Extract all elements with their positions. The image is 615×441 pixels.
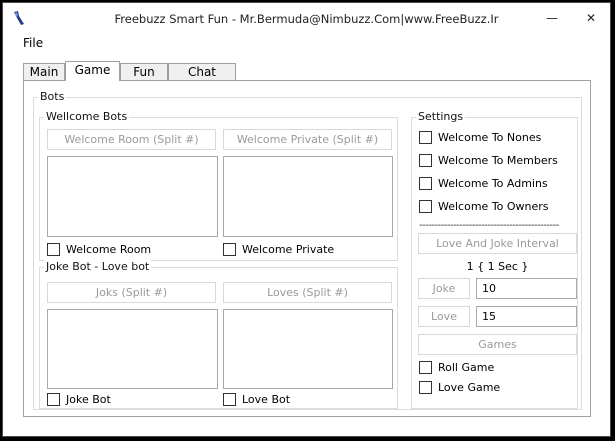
bots-group: Bots Wellcome Bots Welcome Room (Split #… xyxy=(33,90,582,410)
joke-interval-label: Joke xyxy=(418,278,470,299)
title-bar[interactable]: Freebuzz Smart Fun - Mr.Bermuda@Nimbuzz.… xyxy=(3,3,610,33)
welcome-room-textarea[interactable] xyxy=(47,156,218,237)
checkbox-box xyxy=(419,200,432,213)
minimize-button[interactable]: — xyxy=(546,11,558,25)
interval-button[interactable]: Love And Joke Interval xyxy=(418,233,577,254)
welcome-admins-checkbox[interactable]: Welcome To Admins xyxy=(419,177,548,191)
loves-textarea[interactable] xyxy=(223,309,393,389)
checkbox-box xyxy=(47,393,60,406)
welcome-bots-title: Wellcome Bots xyxy=(44,110,130,123)
checkbox-box xyxy=(47,243,60,256)
love-interval-label: Love xyxy=(418,306,470,327)
games-button[interactable]: Games xyxy=(418,334,577,355)
checkbox-box xyxy=(223,243,236,256)
window-title: Freebuzz Smart Fun - Mr.Bermuda@Nimbuzz.… xyxy=(114,12,499,26)
welcome-room-button[interactable]: Welcome Room (Split #) xyxy=(47,129,216,150)
joke-love-bot-group: Joke Bot - Love bot Joks (Split #) Loves… xyxy=(39,260,398,409)
checkbox-box xyxy=(419,177,432,190)
checkbox-box xyxy=(223,393,236,406)
welcome-nones-checkbox[interactable]: Welcome To Nones xyxy=(419,131,541,145)
checkbox-box xyxy=(419,131,432,144)
welcome-room-checkbox[interactable]: Welcome Room xyxy=(47,243,151,257)
love-game-checkbox[interactable]: Love Game xyxy=(419,381,500,395)
welcome-private-button[interactable]: Welcome Private (Split #) xyxy=(223,129,392,150)
love-bot-checkbox[interactable]: Love Bot xyxy=(223,393,290,407)
tab-main[interactable]: Main xyxy=(23,63,65,80)
welcome-private-textarea[interactable] xyxy=(223,156,393,237)
joke-interval-input[interactable]: 10 xyxy=(476,278,577,299)
joks-textarea[interactable] xyxy=(47,309,218,389)
menu-file[interactable]: File xyxy=(23,36,44,50)
checkbox-box xyxy=(419,381,432,394)
checkbox-box xyxy=(419,154,432,167)
welcome-members-checkbox[interactable]: Welcome To Members xyxy=(419,154,558,168)
welcome-private-checkbox[interactable]: Welcome Private xyxy=(223,243,334,257)
interval-note: 1 { 1 Sec } xyxy=(466,260,529,273)
joke-bot-checkbox[interactable]: Joke Bot xyxy=(47,393,111,407)
joks-button[interactable]: Joks (Split #) xyxy=(47,282,216,303)
game-tab-panel: Bots Wellcome Bots Welcome Room (Split #… xyxy=(23,80,591,417)
welcome-owners-checkbox[interactable]: Welcome To Owners xyxy=(419,200,549,214)
menu-bar: File xyxy=(23,36,43,54)
joke-love-bot-title: Joke Bot - Love bot xyxy=(44,260,152,273)
settings-group: Settings Welcome To Nones Welcome To Mem… xyxy=(411,110,578,409)
loves-button[interactable]: Loves (Split #) xyxy=(223,282,392,303)
bots-group-title: Bots xyxy=(38,90,67,103)
app-window: Freebuzz Smart Fun - Mr.Bermuda@Nimbuzz.… xyxy=(2,2,611,437)
close-button[interactable]: ✕ xyxy=(585,11,597,25)
settings-separator: ----------------------------------------… xyxy=(419,220,559,231)
tab-game[interactable]: Game xyxy=(65,61,120,81)
roll-game-checkbox[interactable]: Roll Game xyxy=(419,361,494,375)
love-interval-input[interactable]: 15 xyxy=(476,306,577,327)
settings-title: Settings xyxy=(416,110,466,123)
checkbox-box xyxy=(419,361,432,374)
app-icon xyxy=(14,11,24,25)
tab-chat-room[interactable]: Chat Room xyxy=(168,63,236,95)
welcome-bots-group: Wellcome Bots Welcome Room (Split #) Wel… xyxy=(39,110,398,261)
tab-fun[interactable]: Fun xyxy=(120,63,168,80)
